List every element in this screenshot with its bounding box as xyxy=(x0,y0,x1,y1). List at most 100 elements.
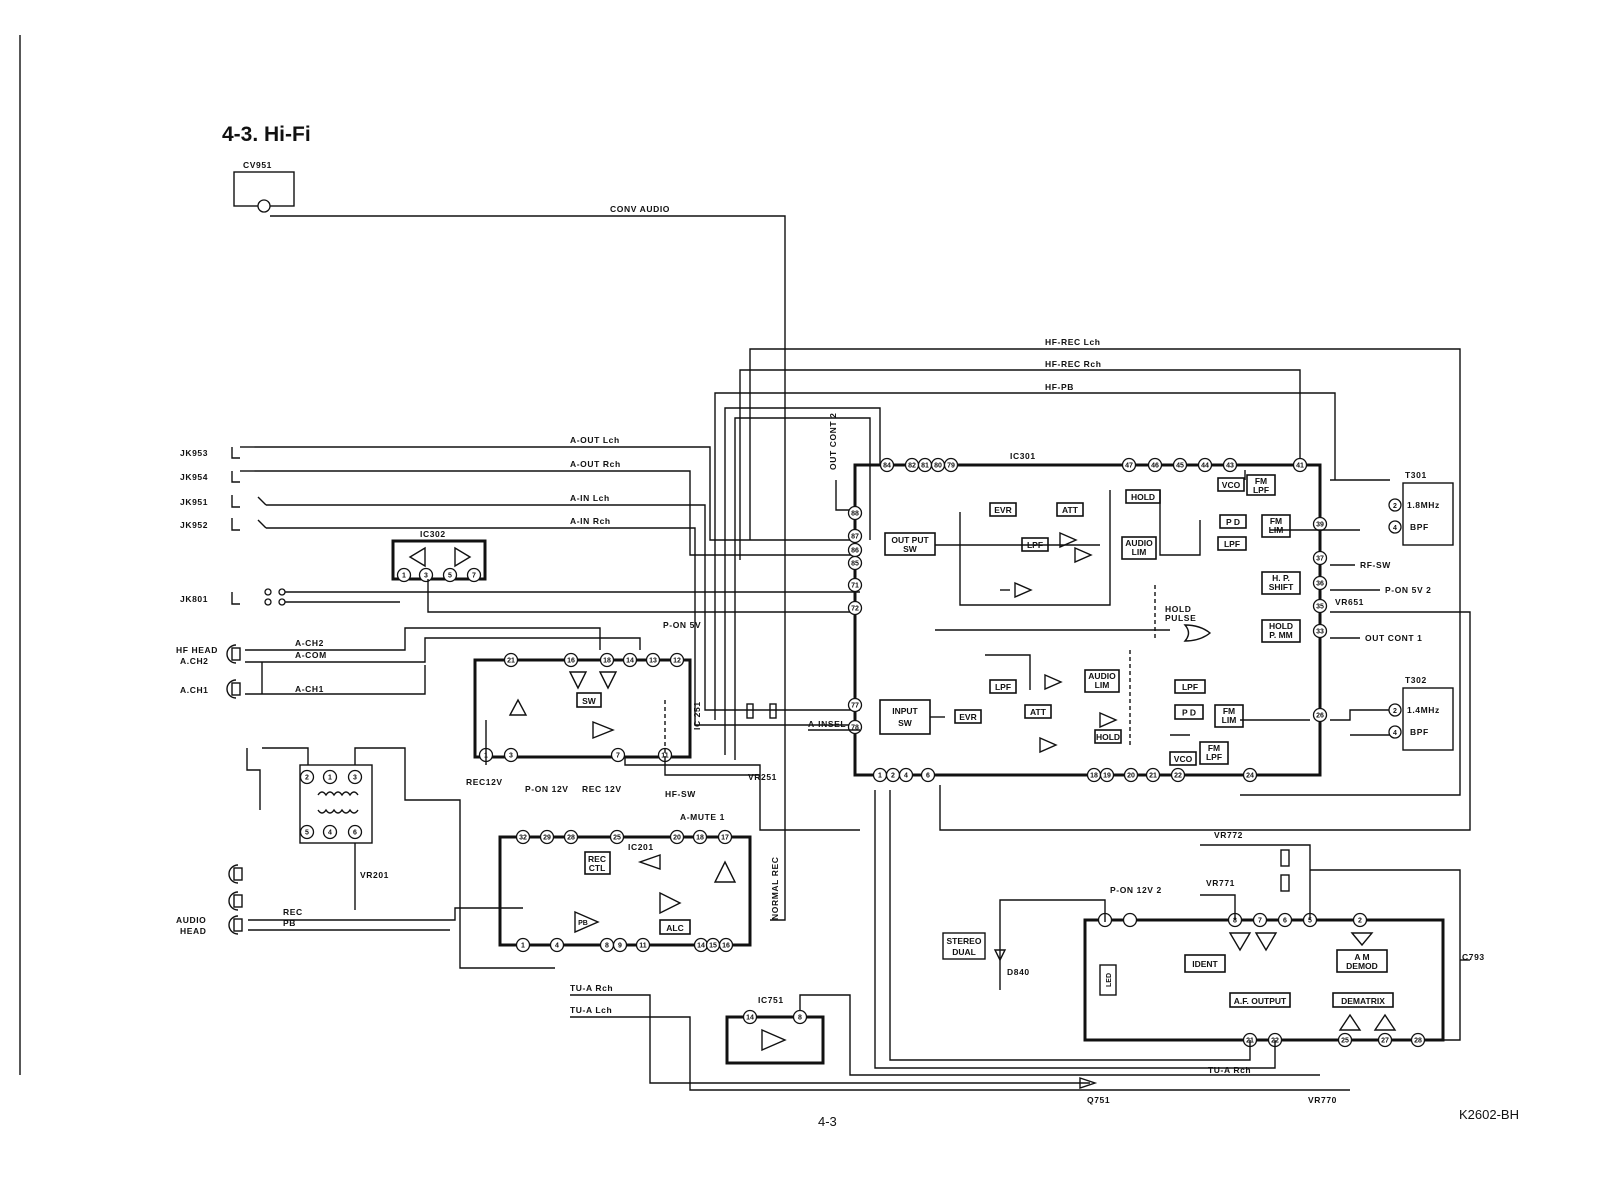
pin-number: 12 xyxy=(673,658,681,665)
lpf4-block xyxy=(1174,679,1206,694)
evr2-block xyxy=(954,709,982,724)
pin-number: 7 xyxy=(616,753,620,760)
pin-circle xyxy=(1292,457,1308,473)
pin-circle xyxy=(1123,767,1139,783)
pin-circle xyxy=(1312,550,1328,566)
ic251-amp-3 xyxy=(508,698,528,716)
out-cont1-label: OUT CONT 1 xyxy=(1365,633,1422,643)
hold-pmm-block-label: P. MM xyxy=(1269,630,1292,640)
pin-circle xyxy=(563,652,579,668)
audio-lim-block xyxy=(1121,536,1157,560)
pin-circle xyxy=(635,937,651,953)
ic251-sw-label: SW xyxy=(582,696,597,706)
evr-block-label: EVR xyxy=(994,505,1011,515)
pin-circle xyxy=(1147,457,1163,473)
rf-sw-label: RF-SW xyxy=(1360,560,1391,570)
a-ch1-head-label: A.CH1 xyxy=(180,685,209,695)
pin-number: 28 xyxy=(567,835,575,842)
hold-pulse-label-1: HOLD xyxy=(1165,604,1191,614)
pin-circle xyxy=(612,937,628,953)
vco2-block-label: VCO xyxy=(1174,754,1193,764)
a-ch2-head-label: A.CH2 xyxy=(180,656,209,666)
a-in-lch-wire xyxy=(266,504,860,711)
pin-number: 1 xyxy=(328,775,332,782)
ic251-sw: SW xyxy=(576,692,602,708)
pin-number: 5 xyxy=(448,573,452,580)
hold2-block xyxy=(1094,729,1122,744)
audio-lim2-block xyxy=(1084,669,1120,693)
pin-number: 87 xyxy=(851,534,859,541)
am-demod-label-2: DEMOD xyxy=(1346,961,1378,971)
pin-number: 39 xyxy=(1316,522,1324,529)
pin-circle xyxy=(645,652,661,668)
q751-symbol xyxy=(1079,1077,1098,1089)
resistor-a xyxy=(746,703,754,719)
ic201-amp-rec xyxy=(637,854,661,870)
lpf4-block-label: LPF xyxy=(1182,682,1198,692)
hp-shift-block-label: SHIFT xyxy=(1269,582,1294,592)
p-on-12v-label: P-ON 12V xyxy=(525,784,569,794)
pin-number: 35 xyxy=(1316,604,1324,611)
vr201-label: VR201 xyxy=(360,870,389,880)
pin-circle xyxy=(503,652,519,668)
pin-number: 16 xyxy=(722,943,730,950)
evr2-block-label: EVR xyxy=(959,712,976,722)
pin-circle xyxy=(717,829,733,845)
pin-circle xyxy=(622,652,638,668)
pin-circle xyxy=(1410,1032,1426,1048)
tu-a-rch2-label: TU-A Rch xyxy=(1208,1065,1251,1075)
t301-pin4: 4 xyxy=(1393,525,1397,532)
t302-pin4: 4 xyxy=(1393,730,1397,737)
ic302-out-wire xyxy=(427,579,860,613)
stereo-label: STEREO xyxy=(947,936,982,946)
vco-block xyxy=(1217,477,1245,492)
hold-block-label: HOLD xyxy=(1131,492,1155,502)
pin-circle xyxy=(610,747,626,763)
jk801-label: JK801 xyxy=(180,594,208,604)
pin-circle xyxy=(1377,1032,1393,1048)
ic251 xyxy=(473,658,692,759)
vco2-block xyxy=(1169,751,1197,766)
jk953-label: JK953 xyxy=(180,448,208,458)
pin-number: 1 xyxy=(521,943,525,950)
pin-number: 24 xyxy=(1246,773,1254,780)
ic301-amplifier-3 xyxy=(1044,673,1063,691)
d840-label: D840 xyxy=(1007,967,1030,977)
pin-circle xyxy=(847,555,863,571)
t301-pin2: 2 xyxy=(1393,503,1397,510)
pin-number: 8 xyxy=(605,943,609,950)
audio-lim-block-label: AUDIO xyxy=(1125,538,1153,548)
cv951-connector: CV951 xyxy=(233,160,295,213)
pin-number: 6 xyxy=(353,830,357,837)
vr251-label: VR251 xyxy=(748,772,777,782)
pd-block-label: P D xyxy=(1226,517,1240,527)
jk952-label: JK952 xyxy=(180,520,208,530)
out-cont2-wire xyxy=(835,480,850,511)
dec-resistor-b xyxy=(1280,874,1290,892)
pin-number: 28 xyxy=(1414,1038,1422,1045)
page-number: 4-3 xyxy=(818,1114,837,1129)
pin-circle xyxy=(299,769,315,785)
tu-a-rch-wire xyxy=(570,994,1090,1084)
ic301-int-4 xyxy=(1159,490,1201,556)
hold-pmm-block xyxy=(1261,619,1301,643)
pin-circle xyxy=(599,652,615,668)
a-ch1-label: A-CH1 xyxy=(295,684,324,694)
pin-number: 78 xyxy=(851,725,859,732)
stereo-dual-box: STEREO DUAL xyxy=(942,932,986,960)
hp-shift-block xyxy=(1261,571,1301,595)
hf-head-label: HF HEAD xyxy=(176,645,218,655)
pin-circle xyxy=(1277,912,1293,928)
pd-block xyxy=(1219,514,1247,529)
fm-lpf-block xyxy=(1246,474,1276,496)
dec-out-wire-1 xyxy=(889,790,1251,1061)
pin-circle xyxy=(515,937,531,953)
ic751-amp xyxy=(761,1028,787,1052)
t301-label: T301 xyxy=(1405,470,1427,480)
pin-number: 14 xyxy=(626,658,634,665)
pin-number: 14 xyxy=(746,1015,754,1022)
jack-jk954: JK954 xyxy=(180,470,255,483)
inner-bus-wire-a xyxy=(724,407,881,755)
ic301-input-sw: INPUT SW xyxy=(879,699,931,735)
pb-label: PB xyxy=(283,918,296,928)
